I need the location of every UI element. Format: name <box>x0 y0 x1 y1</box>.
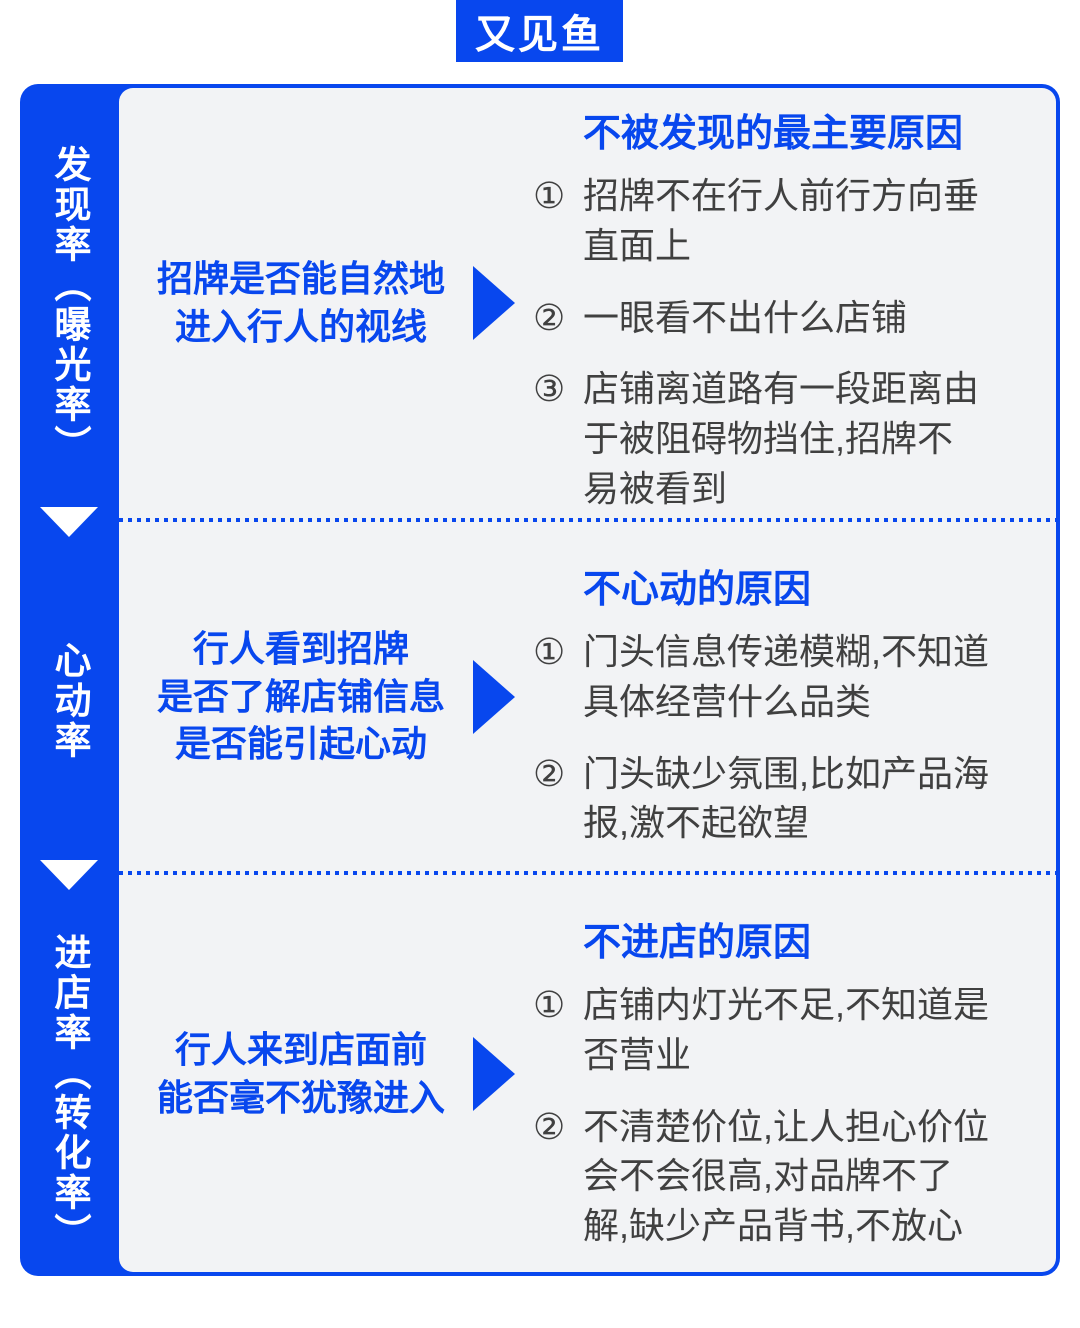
section-heartbeat-rate: 行人看到招牌 是否了解店铺信息 是否能引起心动 不心动的原因 ① 门头信息传递模… <box>119 522 1056 871</box>
heartbeat-question-text: 行人看到招牌 是否了解店铺信息 是否能引起心动 <box>156 628 445 765</box>
entry-reasons: 不进店的原因 ① 店铺内灯光不足,不知道是 否营业 ② 不清楚价位,让人担心价位… <box>515 875 1056 1272</box>
discovery-reasons: 不被发现的最主要原因 ① 招牌不在行人前行方向垂 直面上 ② 一眼看不出什么店铺… <box>515 88 1056 518</box>
entry-question-column: 行人来到店面前 能否毫不犹豫进入 <box>119 875 515 1272</box>
list-item-text: 一眼看不出什么店铺 <box>583 296 908 338</box>
sidebar-label-heartbeat-wrap: 心动率 <box>20 526 119 875</box>
sidebar-label-discovery-wrap: 发现率（曝光率） <box>20 88 119 522</box>
arrow-right-icon <box>473 1036 515 1111</box>
circled-number-icon: ③ <box>533 368 566 410</box>
triangle-down-icon <box>40 860 98 890</box>
arrow-right-icon <box>473 659 515 734</box>
circled-number-icon: ② <box>533 1105 566 1147</box>
list-item: ② 不清楚价位,让人担心价位 会不会很高,对品牌不了 解,缺少产品背书,不放心 <box>533 1102 1032 1251</box>
heartbeat-reasons: 不心动的原因 ① 门头信息传递模糊,不知道 具体经营什么品类 ② 门头缺少氛围,… <box>515 522 1056 871</box>
list-item-text: 店铺内灯光不足,不知道是 否营业 <box>583 984 990 1076</box>
list-item: ② 门头缺少氛围,比如产品海 报,激不起欲望 <box>533 749 1032 848</box>
brand-logo: 又见鱼 <box>456 0 623 62</box>
list-item: ① 门头信息传递模糊,不知道 具体经营什么品类 <box>533 627 1032 726</box>
funnel-board: 招牌是否能自然地 进入行人的视线 不被发现的最主要原因 ① 招牌不在行人前行方向… <box>20 84 1060 1276</box>
section-discovery-rate: 招牌是否能自然地 进入行人的视线 不被发现的最主要原因 ① 招牌不在行人前行方向… <box>119 88 1056 518</box>
list-item-text: 门头缺少氛围,比如产品海 报,激不起欲望 <box>583 752 990 844</box>
list-item-text: 店铺离道路有一段距离由 于被阻碍物挡住,招牌不 易被看到 <box>583 368 980 509</box>
list-item: ① 招牌不在行人前行方向垂 直面上 <box>533 171 1032 270</box>
heartbeat-question-column: 行人看到招牌 是否了解店铺信息 是否能引起心动 <box>119 522 515 871</box>
dotted-divider <box>119 518 1056 522</box>
discovery-reasons-heading: 不被发现的最主要原因 <box>583 113 964 155</box>
circled-number-icon: ② <box>533 752 566 794</box>
entry-question-text: 行人来到店面前 能否毫不犹豫进入 <box>156 1028 445 1118</box>
list-item: ① 店铺内灯光不足,不知道是 否营业 <box>533 980 1032 1079</box>
sidebar-label-entry: 进店率（转化率） <box>49 932 90 1253</box>
heartbeat-reasons-heading: 不心动的原因 <box>583 569 812 611</box>
sidebar-label-entry-wrap: 进店率（转化率） <box>20 879 119 1276</box>
list-item-text: 不清楚价位,让人担心价位 会不会很高,对品牌不了 解,缺少产品背书,不放心 <box>583 1105 990 1247</box>
section-entry-rate: 行人来到店面前 能否毫不犹豫进入 不进店的原因 ① 店铺内灯光不足,不知道是 否… <box>119 875 1056 1272</box>
circled-number-icon: ① <box>533 175 566 217</box>
list-item-text: 门头信息传递模糊,不知道 具体经营什么品类 <box>583 631 990 723</box>
sidebar-label-discovery: 发现率（曝光率） <box>49 145 90 465</box>
list-item-text: 招牌不在行人前行方向垂 直面上 <box>583 175 980 267</box>
brand-logo-text: 又见鱼 <box>475 13 604 57</box>
triangle-down-icon <box>40 507 98 537</box>
dotted-divider <box>119 871 1056 875</box>
content-panel: 招牌是否能自然地 进入行人的视线 不被发现的最主要原因 ① 招牌不在行人前行方向… <box>119 88 1056 1272</box>
discovery-question-column: 招牌是否能自然地 进入行人的视线 <box>119 88 515 518</box>
list-item: ② 一眼看不出什么店铺 <box>533 293 1032 343</box>
list-item: ③ 店铺离道路有一段距离由 于被阻碍物挡住,招牌不 易被看到 <box>533 364 1032 513</box>
circled-number-icon: ① <box>533 984 566 1026</box>
entry-reasons-heading: 不进店的原因 <box>583 922 812 964</box>
arrow-right-icon <box>473 266 515 340</box>
circled-number-icon: ② <box>533 296 566 338</box>
sidebar-label-heartbeat: 心动率 <box>49 640 90 761</box>
circled-number-icon: ① <box>533 631 566 673</box>
discovery-question-text: 招牌是否能自然地 进入行人的视线 <box>156 258 445 347</box>
